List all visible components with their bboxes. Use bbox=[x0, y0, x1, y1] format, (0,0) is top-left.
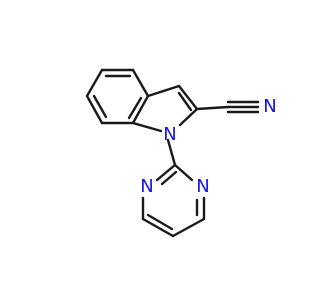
bond-p2-double bbox=[177, 91, 193, 112]
bond-p3 bbox=[178, 107, 199, 127]
bond-p2 bbox=[177, 84, 199, 111]
pyrrole-ring bbox=[131, 84, 199, 133]
nitrile-group bbox=[195, 100, 260, 114]
pyrimidine-ring bbox=[141, 163, 206, 238]
bond-r4 bbox=[171, 217, 206, 238]
pyrimidine-nitrogen-left-label: N bbox=[140, 176, 153, 197]
bond-n-pyrimidine bbox=[166, 138, 177, 167]
bond-b2 bbox=[131, 68, 150, 98]
bond-r6 bbox=[173, 163, 194, 182]
pyrimidine-nitrogen-right-label: N bbox=[196, 176, 209, 197]
bond-b5 bbox=[85, 94, 104, 125]
structure-canvas: N N N N bbox=[85, 68, 277, 238]
benzene-ring bbox=[85, 68, 150, 125]
bond-r1 bbox=[155, 163, 177, 182]
indole-nitrogen-label: N bbox=[163, 124, 176, 145]
bond-r3 bbox=[141, 217, 175, 238]
bond-b5-double bbox=[92, 94, 108, 119]
bond-b3-fusion bbox=[131, 94, 150, 125]
bond-b3-double bbox=[127, 96, 143, 120]
bond-r1-double bbox=[160, 170, 178, 186]
bond-c-cn bbox=[195, 105, 230, 111]
bond-r3-double bbox=[146, 213, 174, 231]
bond-p1 bbox=[146, 84, 181, 98]
bond-b6 bbox=[85, 68, 104, 98]
nitrile-nitrogen-label: N bbox=[263, 96, 276, 117]
molecule-structure: N N N N bbox=[85, 68, 277, 238]
bond-p4 bbox=[131, 121, 163, 133]
